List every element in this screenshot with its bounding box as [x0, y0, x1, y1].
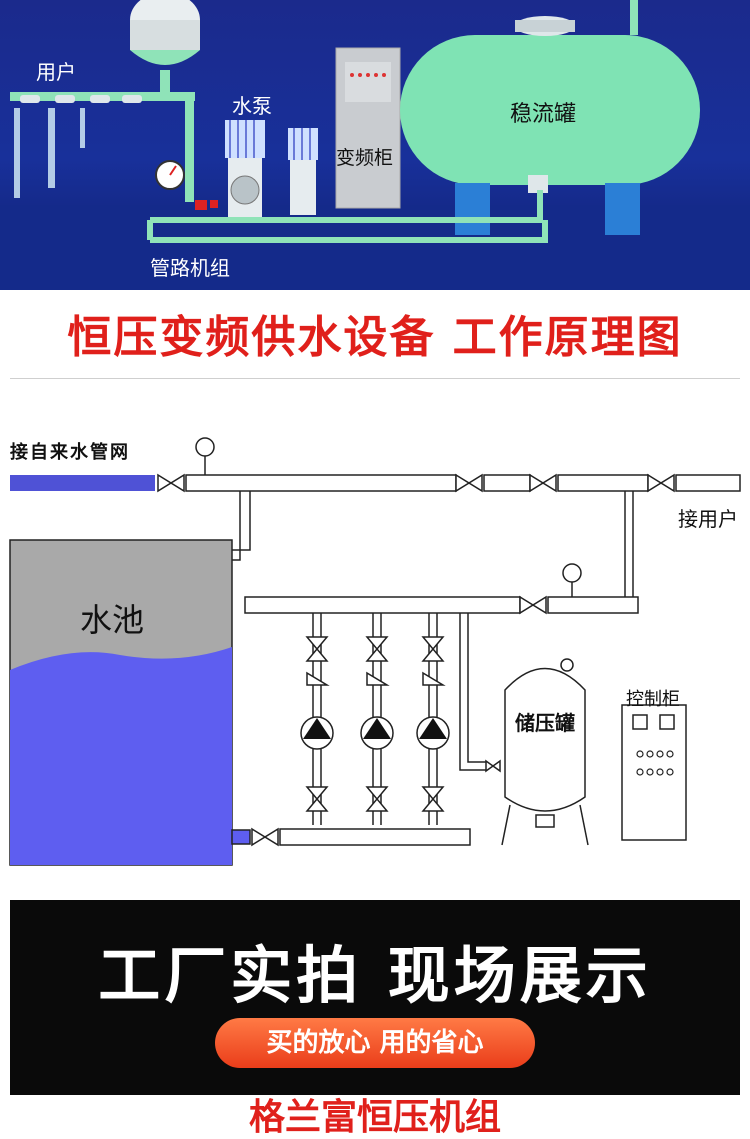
banner-pill: 买的放心 用的省心: [215, 1018, 535, 1068]
schematic-graphic: [9, 437, 741, 866]
footer-title: 格兰富恒压机组: [248, 1097, 501, 1138]
gauge-mid: [562, 563, 582, 583]
pump-columns: [300, 613, 450, 825]
label-users: 用户: [36, 60, 76, 84]
control-cabinet: [621, 704, 687, 841]
inlet-pipe: [10, 475, 155, 491]
illustration-graphic: [0, 0, 750, 290]
promo-banner: 工厂实拍 现场展示 买的放心 用的省心: [10, 900, 740, 1095]
label-vfd: 变频柜: [336, 147, 394, 169]
gauge-top: [195, 437, 215, 457]
label-control-cabinet: 控制柜: [626, 689, 680, 710]
pressure-tank: [504, 667, 586, 812]
banner-title: 工厂实拍 现场展示: [98, 939, 652, 1012]
divider: [10, 378, 740, 379]
main-title: 恒压变频供水设备 工作原理图: [67, 312, 683, 363]
label-pressure-tank: 储压罐: [515, 711, 575, 735]
label-inlet: 接自来水管网: [10, 442, 130, 463]
system-illustration: 用户 水泵 变频柜 稳流罐 管路机组: [0, 0, 750, 290]
stabilizer-tank: [400, 35, 700, 185]
label-to-users: 接用户: [678, 507, 738, 531]
schematic-diagram: 接自来水管网 水池 接用户 储压罐 控制柜: [0, 385, 750, 885]
label-pipes: 管路机组: [150, 256, 230, 280]
label-pump: 水泵: [232, 94, 272, 118]
label-tank: 稳流罐: [510, 102, 577, 127]
inlet-valve: [157, 473, 185, 493]
label-pool: 水池: [80, 601, 145, 639]
